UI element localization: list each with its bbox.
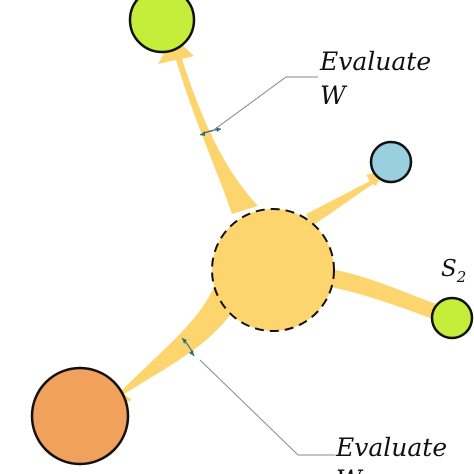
bottom-left-node	[30, 366, 130, 466]
double-headed-arc-arrow-icon	[199, 127, 222, 136]
w-label-top: W	[320, 81, 348, 110]
right-green-node	[430, 296, 474, 340]
branch-to-right-green-node	[326, 269, 445, 322]
blue-node	[369, 140, 413, 184]
evaluate-label-top: Evaluate	[319, 47, 431, 76]
top-node	[128, 0, 196, 54]
branch-to-top-node	[158, 36, 258, 214]
leader-line-bottom	[199, 359, 335, 456]
evaluate-label-bottom: Evaluate	[335, 433, 447, 462]
leader-line-top	[210, 76, 318, 133]
hub-node	[211, 208, 335, 332]
double-headed-arc-arrow-icon	[181, 337, 195, 357]
branch-to-blue-node	[306, 170, 384, 226]
s2-label: S2	[441, 256, 466, 286]
branch-to-bottom-left-node	[97, 285, 240, 414]
w-label-bottom: W	[336, 465, 364, 474]
